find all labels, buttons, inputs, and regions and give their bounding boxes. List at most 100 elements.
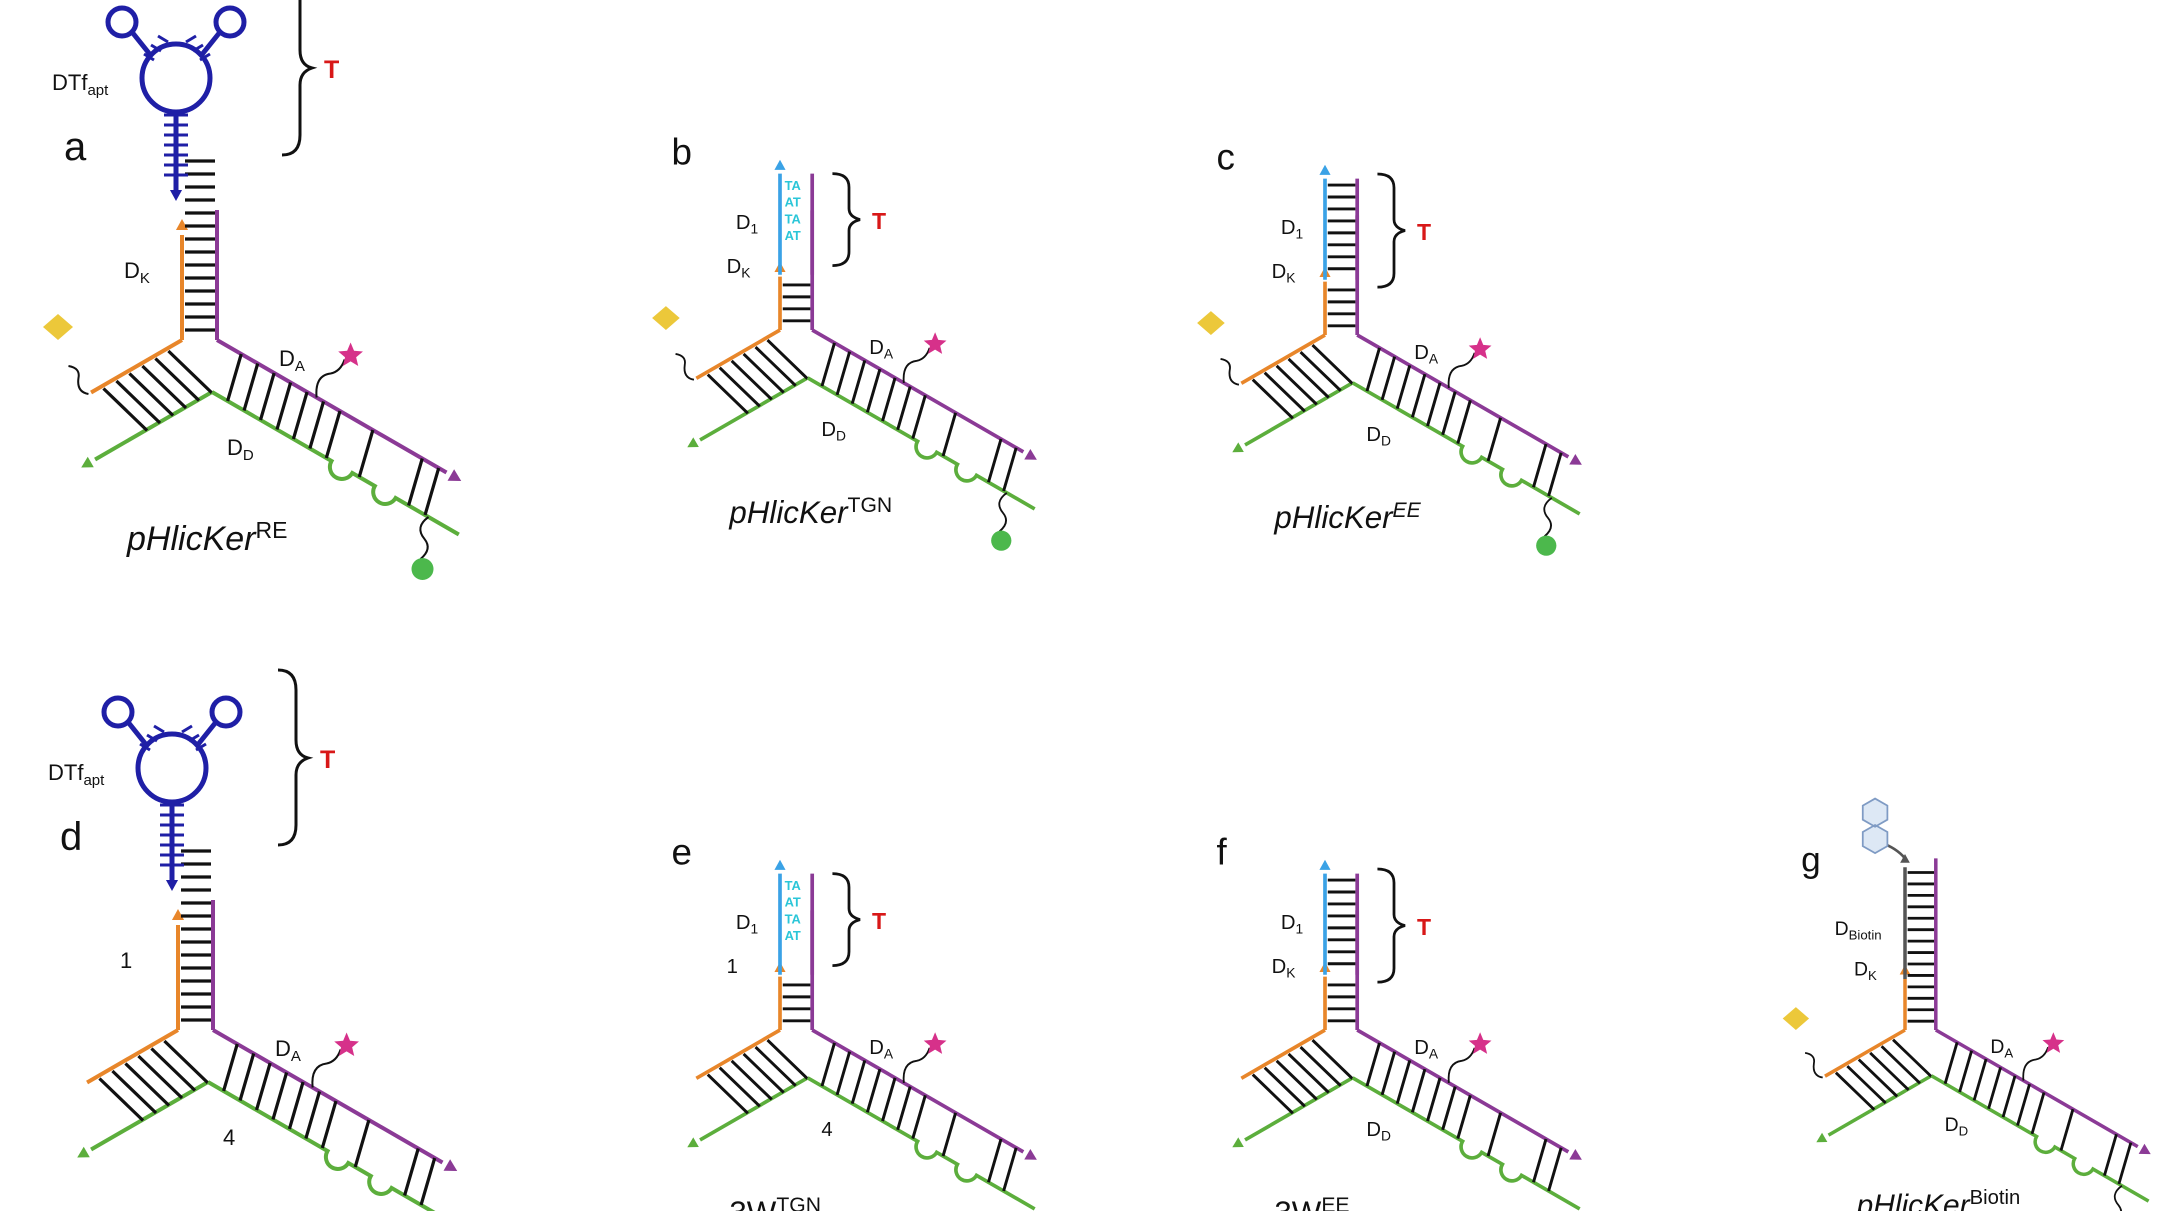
base-pair-rung — [706, 1073, 749, 1115]
aptamer-arm-pair — [185, 34, 197, 44]
arm-label-sub: K — [1868, 968, 1877, 983]
base-pair-rung — [987, 438, 1003, 483]
construct-name-base: pHlicKer — [1273, 500, 1394, 535]
diamond-quencher-icon — [1197, 311, 1225, 335]
bottom-arm-label-sub: D — [243, 447, 254, 464]
base-pair-rung — [1892, 1038, 1933, 1078]
base-pair-rung — [1958, 1050, 1973, 1093]
base-pair-rung — [1834, 1071, 1876, 1111]
base-pair-rung — [881, 377, 897, 422]
base-pair-rung — [1263, 371, 1306, 413]
base-pair-rung — [1395, 1059, 1412, 1105]
panel-letter: d — [60, 815, 82, 859]
right-arm-label: DA — [869, 337, 894, 362]
strand-green-left — [699, 1076, 809, 1142]
star-linker — [902, 1047, 931, 1083]
strand-orange-left — [1240, 1028, 1326, 1080]
right-arm-label-sub: A — [884, 1047, 894, 1062]
aptamer-arrowhead — [165, 880, 179, 891]
bottom-arm-label: DD — [1366, 424, 1391, 449]
dot-linker — [2113, 1185, 2123, 1211]
bottom-arm-label: 4 — [821, 1119, 832, 1141]
aptamer-label-sub: apt — [83, 772, 105, 789]
base-pair-rung — [320, 1100, 338, 1149]
bottom-arm-label-base: 4 — [821, 1119, 832, 1141]
d1-label-sub: 1 — [1295, 226, 1303, 241]
star-fluorophore-icon — [334, 1032, 359, 1057]
aptamer-arm-pair — [150, 43, 162, 53]
t-brace — [1377, 867, 1406, 984]
base-pair-rung — [941, 1112, 958, 1157]
biotin-icon — [1861, 797, 1889, 855]
strand-orange-left — [695, 328, 781, 380]
aptamer-arm-pair — [157, 34, 169, 44]
bottom-arm-label-base: D — [821, 419, 836, 441]
d1-label: D1 — [1281, 912, 1303, 937]
base-pair-rung — [102, 387, 149, 432]
aptamer-arm-right — [198, 30, 222, 59]
base-pair-rung — [1410, 1068, 1427, 1113]
star-linker — [902, 347, 931, 383]
aptamer-label-base: DTf — [52, 70, 88, 95]
strand-green-right — [806, 376, 1036, 511]
aptamer-hairpin-left — [105, 5, 139, 39]
t-brace — [832, 872, 861, 967]
d1-label-base: D — [736, 912, 751, 934]
right-arm-label: DA — [1414, 342, 1439, 367]
construct-name-sup: Biotin — [1970, 1187, 2021, 1209]
right-arm-label-sub: A — [1429, 1047, 1439, 1062]
base-pair-rung — [911, 394, 927, 439]
green-arrowhead — [1816, 1132, 1828, 1143]
arm-label-sub: K — [1286, 966, 1296, 981]
base-pair-rung — [2030, 1092, 2046, 1135]
base-pair-rung — [1395, 364, 1412, 410]
d1-label: D1 — [736, 912, 758, 937]
base-pair-rung — [2117, 1142, 2133, 1185]
base-pair-rung — [820, 1042, 836, 1087]
base-pair-rung — [2001, 1075, 2017, 1118]
d1-label: D1 — [736, 212, 758, 237]
base-pair-rung — [1287, 357, 1330, 399]
base-pair-rung — [150, 1047, 197, 1092]
construct-name-sup: TGN — [848, 494, 893, 517]
diamond-linker — [1220, 358, 1240, 386]
base-pair-rung — [896, 386, 912, 431]
base-pair-rung — [222, 1043, 239, 1092]
d1-label-sub: 1 — [750, 221, 758, 236]
right-arm-label-sub: A — [1429, 352, 1439, 367]
right-arm-label-sub: A — [2004, 1045, 2013, 1060]
dot-fluorophore-icon — [411, 558, 434, 580]
base-pair-rung — [137, 1054, 184, 1100]
aptamer-arm-pair — [153, 724, 165, 734]
sequence-pair: TA — [785, 211, 801, 226]
bottom-arm-label-base: 4 — [223, 1125, 235, 1150]
diamond-quencher-icon — [43, 314, 73, 340]
diamond-linker — [68, 365, 89, 395]
right-arm-label: DA — [869, 1037, 894, 1062]
strand-green-left — [90, 1080, 210, 1152]
right-arm-label-sub: A — [291, 1048, 301, 1065]
aptamer-arm-pair — [181, 724, 193, 734]
star-fluorophore-icon — [1468, 1032, 1492, 1054]
base-pair-rung — [1441, 391, 1457, 436]
right-arm-label-base: D — [869, 1037, 884, 1059]
arm-label: DK — [124, 258, 150, 287]
construct-name-base: 3W — [1274, 1195, 1321, 1211]
base-pair-rung — [423, 467, 441, 516]
arm-label-sub: K — [140, 270, 150, 287]
base-pair-rung — [865, 1068, 882, 1113]
aptamer-label: DTfapt — [48, 760, 105, 789]
panel-letter: g — [1801, 841, 1821, 880]
strand-purple-right — [1356, 1028, 1570, 1154]
t-label: T — [872, 908, 886, 934]
base-pair-rung — [163, 1039, 210, 1085]
base-pair-rung — [1380, 356, 1397, 401]
base-pair-rung — [115, 379, 162, 425]
strand-green-right — [1351, 381, 1581, 516]
strand-green-right — [1930, 1074, 2150, 1203]
aptamer-label: DTfapt — [52, 70, 109, 99]
strand-green-left — [1827, 1074, 1933, 1137]
aptamer-hairpin-right — [213, 5, 247, 39]
base-pair-rung — [1410, 373, 1427, 418]
